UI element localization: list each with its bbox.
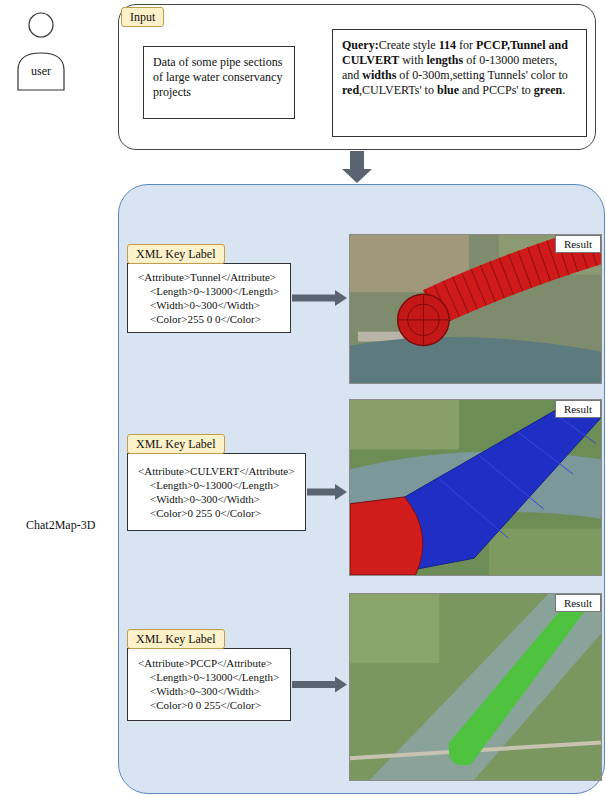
actor-label: user: [22, 64, 60, 79]
culvert-pipe: [402, 400, 601, 570]
data-box: Data of some pipe sections of large wate…: [143, 46, 295, 119]
xml-line: <Color>255 0 0</Color>: [150, 312, 261, 326]
flow-arrow: [307, 484, 347, 500]
pccp-result-image: [350, 594, 601, 780]
result-tab: Result: [555, 235, 601, 253]
xml-box: XML Key Label<Attribute>PCCP</Attribute>…: [127, 648, 291, 721]
xml-line: <Length>0~13000</Length>: [150, 284, 279, 298]
bold-run: blue: [437, 83, 459, 97]
tunnel-pipe: [350, 497, 423, 575]
xml-line: <Length>0~13000</Length>: [150, 478, 279, 492]
river: [350, 337, 601, 383]
xml-line: <Attribute>PCCP</Attribute>: [138, 656, 272, 670]
xml-body: <Attribute>CULVERT</Attribute><Length>0~…: [128, 454, 305, 526]
box-text: Query:Create style 114 for PCCP,Tunnel a…: [333, 30, 586, 106]
user-icon: [14, 8, 70, 94]
ground: [350, 400, 601, 575]
ground: [350, 594, 601, 780]
bold-run: Query:: [342, 38, 379, 52]
xml-line: <Width>0~300</Width>: [150, 684, 260, 698]
bold-run: widths: [362, 68, 396, 82]
flow-arrow: [292, 290, 347, 306]
bold-run: 114: [439, 38, 456, 52]
xml-box: XML Key Label<Attribute>CULVERT</Attribu…: [127, 453, 306, 531]
bold-run: red: [342, 83, 359, 97]
canal: [370, 594, 601, 780]
xml-line: <Length>0~13000</Length>: [150, 670, 279, 684]
tunnel-result-image: [350, 235, 601, 383]
xml-line: <Width>0~300</Width>: [150, 298, 260, 312]
pccp-pipe: [449, 594, 593, 765]
flow-arrow: [342, 151, 372, 183]
query-box: Query:Create style 114 for PCCP,Tunnel a…: [332, 29, 587, 137]
xml-body: <Attribute>Tunnel</Attribute><Length>0~1…: [128, 264, 290, 332]
system-panel: Chat2Map-3DXML Key Label<Attribute>Tunne…: [118, 184, 605, 794]
xml-line: <Width>0~300</Width>: [150, 492, 260, 506]
result-image: Result: [349, 234, 602, 384]
result-tab: Result: [555, 400, 601, 418]
xml-body: <Attribute>PCCP</Attribute><Length>0~130…: [128, 649, 290, 718]
box-text: Data of some pipe sections of large wate…: [144, 47, 294, 108]
culvert-result-image: [350, 400, 601, 575]
xml-tab: XML Key Label: [127, 434, 225, 454]
user-head: [29, 13, 53, 37]
xml-line: <Attribute>CULVERT</Attribute>: [138, 464, 294, 478]
field: [350, 400, 459, 449]
result-tab: Result: [555, 594, 601, 612]
result-image: Result: [349, 593, 602, 781]
xml-box: XML Key Label<Attribute>Tunnel</Attribut…: [127, 263, 291, 333]
panel-tab: Input: [121, 7, 164, 27]
user-body: [18, 53, 64, 90]
system-name: Chat2Map-3D: [26, 518, 95, 533]
xml-line: <Attribute>Tunnel</Attribute>: [138, 270, 276, 284]
xml-line: <Color>0 255 0</Color>: [150, 506, 261, 520]
xml-tab: XML Key Label: [127, 629, 225, 649]
result-image: Result: [349, 399, 602, 576]
tunnel-end: [398, 294, 450, 345]
bold-run: lengths: [427, 53, 464, 67]
bold-run: green: [534, 83, 562, 97]
tunnel-end-lines: [398, 294, 450, 345]
field: [350, 594, 439, 663]
xml-tab: XML Key Label: [127, 244, 225, 264]
flow-arrow: [292, 677, 347, 693]
xml-line: <Color>0 0 255</Color>: [150, 698, 261, 712]
input-panel: InputData of some pipe sections of large…: [118, 4, 596, 150]
culvert-lines: [439, 413, 596, 539]
